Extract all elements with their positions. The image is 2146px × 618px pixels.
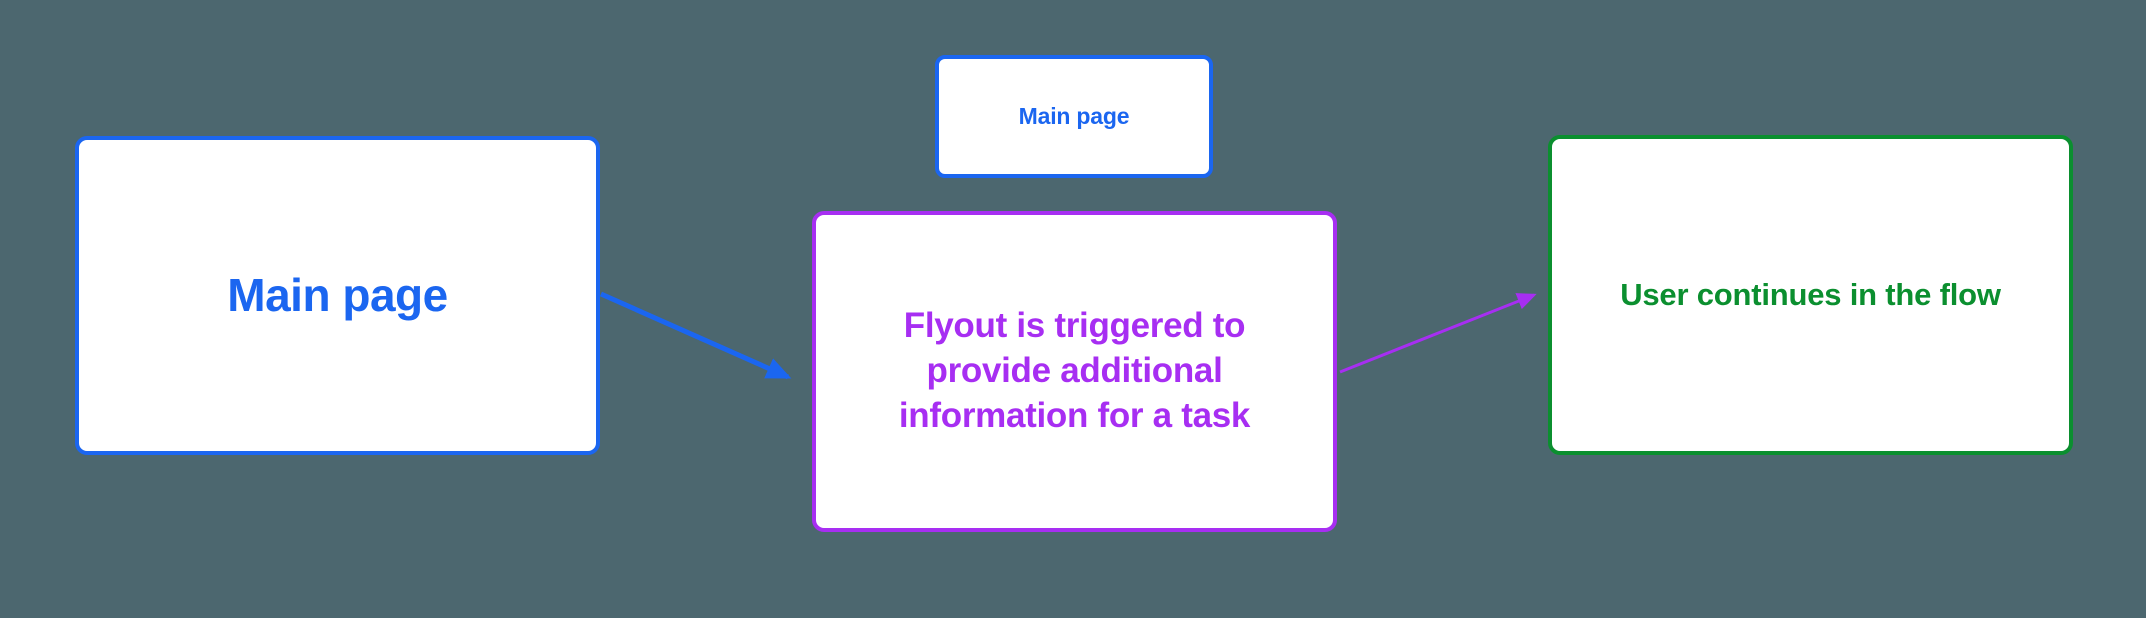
node-flyout-label: Flyout is triggered to provide additiona… xyxy=(898,306,1251,435)
connector-flyout-to-user-continues xyxy=(1339,293,1537,374)
node-user-continues-label: User continues in the flow xyxy=(1620,277,2001,313)
node-main-page-top[interactable]: Main page xyxy=(935,55,1213,178)
connector-main-to-flyout xyxy=(599,291,792,380)
node-flyout[interactable]: Flyout is triggered to provide additiona… xyxy=(812,211,1337,532)
node-user-continues[interactable]: User continues in the flow xyxy=(1548,135,2073,455)
node-main-page-top-label: Main page xyxy=(1018,103,1130,130)
node-main-page-left-label: Main page xyxy=(227,269,448,322)
node-main-page-left[interactable]: Main page xyxy=(75,136,600,455)
